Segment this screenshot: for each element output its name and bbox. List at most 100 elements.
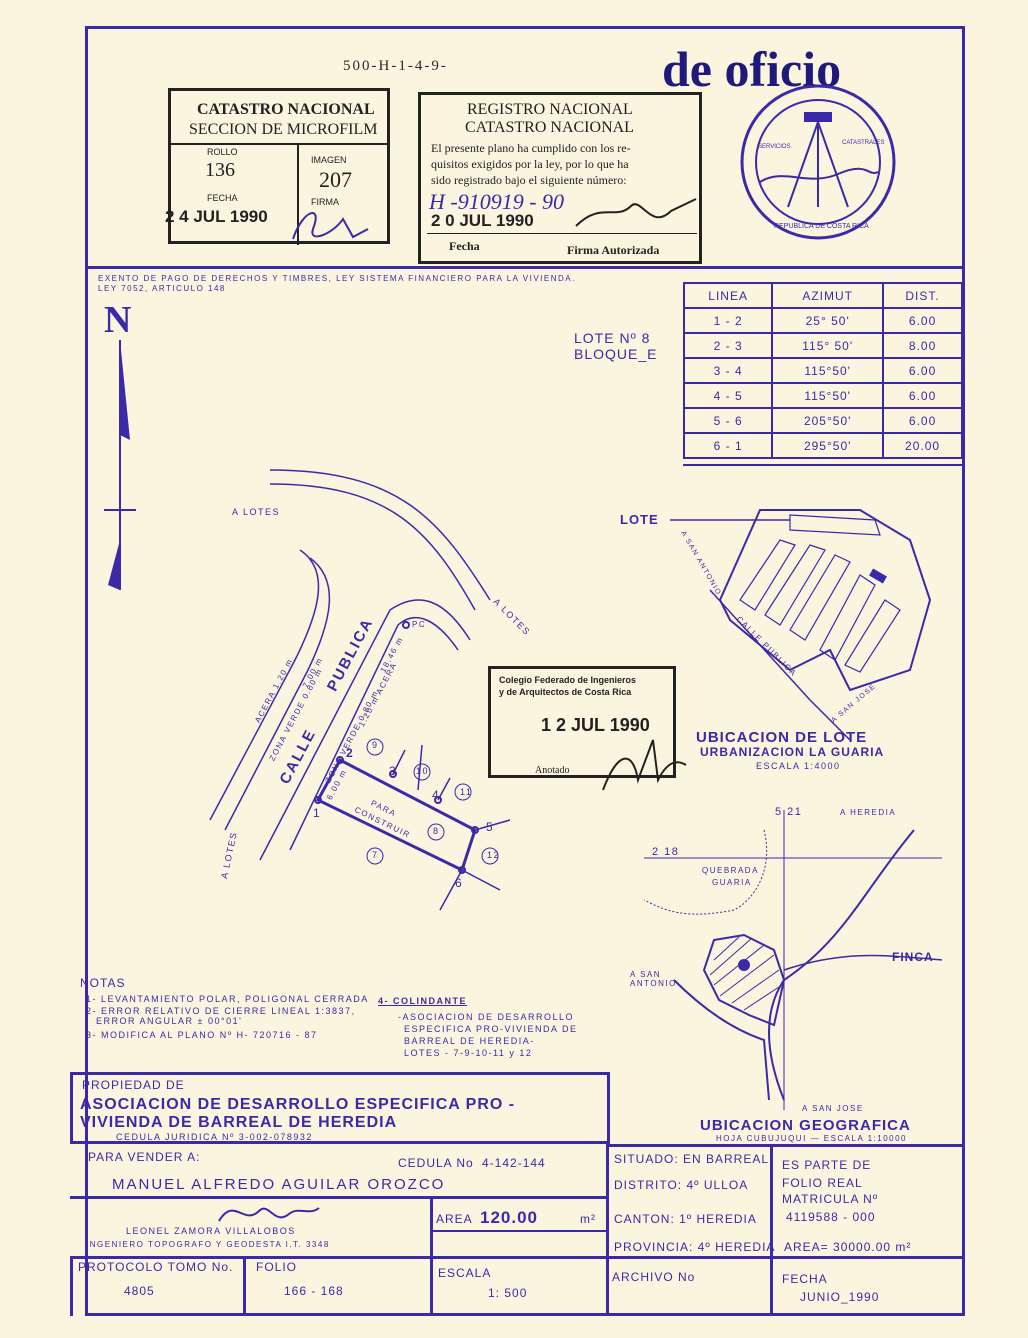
nota-1: 1- LEVANTAMIENTO POLAR, POLIGONAL CERRAD… <box>86 994 369 1004</box>
vertex-1: 1 <box>313 806 321 820</box>
registro-fecha-label: Fecha <box>449 239 480 253</box>
canton: CANTON: 1º HEREDIA <box>614 1212 757 1226</box>
cell: 3 - 4 <box>682 357 774 384</box>
ubicacion-geografica-subtitle: HOJA CUBUJUQUI — ESCALA 1:10000 <box>716 1134 907 1143</box>
location-left-line <box>606 1144 609 1316</box>
geo-guaria: GUARIA <box>712 878 752 887</box>
ubicacion-lote-title: UBICACION DE LOTE <box>696 729 868 746</box>
registro-subtitle: CATASTRO NACIONAL <box>465 119 634 136</box>
lot-8: 8 <box>433 826 440 836</box>
footer-left-line <box>70 1256 73 1316</box>
rollo-label: ROLLO <box>207 147 238 157</box>
cedula-value: 4-142-144 <box>482 1156 546 1170</box>
fecha-footer-label: FECHA <box>782 1272 828 1286</box>
geo-a-heredia: A HEREDIA <box>840 808 897 817</box>
footer-sep-2 <box>430 1256 433 1316</box>
geographic-map <box>644 810 943 1110</box>
ubicacion-lote-subtitle: URBANIZACION LA GUARIA <box>700 745 885 759</box>
cell: 205°50' <box>771 407 885 434</box>
cell: 1 - 2 <box>682 307 774 334</box>
header-dist: DIST. <box>882 282 963 309</box>
header-azimut: AZIMUT <box>771 282 885 309</box>
registro-signature <box>575 198 697 227</box>
registro-number: H -910919 - 90 <box>429 189 565 214</box>
registro-text-3: sido registrado bajo el siguiente número… <box>431 173 627 187</box>
cell: 6.00 <box>882 407 963 434</box>
distrito: DISTRITO: 4º ULLOA <box>614 1178 749 1192</box>
folio-line-1: ES PARTE DE <box>782 1158 872 1172</box>
registro-text-1: El presente plano ha cumplido con los re… <box>431 141 631 155</box>
colegio-anotado: Anotado <box>535 765 570 776</box>
registro-nacional-stamp: REGISTRO NACIONAL CATASTRO NACIONAL El p… <box>418 92 702 264</box>
escala-label: ESCALA <box>438 1266 492 1280</box>
exento-line-2: LEY 7052, ARTICULO 148 <box>98 284 226 293</box>
colegio-line-2: y de Arquitectos de Costa Rica <box>499 687 632 697</box>
cell: 6 - 1 <box>682 432 774 459</box>
catastro-microfilm-stamp: CATASTRO NACIONAL SECCION DE MICROFILM R… <box>165 88 390 245</box>
engineer-title: INGENIERO TOPOGRAFO Y GEODESTA I.T. 3348 <box>86 1240 330 1249</box>
location-top-line <box>606 1144 965 1147</box>
buyer-name: MANUEL ALFREDO AGUILAR OROZCO <box>112 1176 446 1193</box>
engineer-name: LEONEL ZAMORA VILLALOBOS <box>126 1226 296 1236</box>
folio-area: AREA= 30000.00 m² <box>784 1240 912 1254</box>
cell: 4 - 5 <box>682 382 774 409</box>
protocolo-label: PROTOCOLO TOMO No. <box>78 1260 234 1274</box>
reference-number: 500-H-1-4-9- <box>343 58 448 74</box>
location-right-line <box>770 1144 773 1316</box>
owner-name-line-1: ASOCIACION DE DESARROLLO ESPECIFICA PRO … <box>80 1096 516 1113</box>
lot-7: 7 <box>372 850 379 860</box>
geo-a-san-antonio: A SAN ANTONIO <box>630 970 677 988</box>
fecha-label: FECHA <box>207 193 238 203</box>
registro-text-2: quisitos exigidos por la ley, por lo que… <box>431 157 629 171</box>
cell: 8.00 <box>882 332 963 359</box>
firma-signature <box>292 212 369 240</box>
ubicacion-lote-scale: ESCALA 1:4000 <box>756 761 841 771</box>
cedula-juridica: CEDULA JURIDICA Nº 3-002-078932 <box>116 1132 313 1142</box>
table-bottom-line <box>683 464 963 466</box>
lote-pointer-label: LOTE <box>620 512 659 527</box>
north-arrow-icon <box>104 340 136 590</box>
cell: 5 - 6 <box>682 407 774 434</box>
cell: 20.00 <box>882 432 963 459</box>
table-header-row: LINEA AZIMUT DIST. <box>682 282 963 309</box>
stamp-vdivider <box>297 145 299 245</box>
folio-value: 166 - 168 <box>284 1284 344 1298</box>
vertex-5: 5 <box>486 820 494 834</box>
situado: SITUADO: EN BARREAL <box>614 1152 770 1166</box>
rollo-value: 136 <box>205 159 235 181</box>
seal-ring-text: REPUBLICA DE COSTA RICA <box>774 223 869 230</box>
geo-coord-top: 5 21 <box>775 806 803 818</box>
stamp-line <box>171 143 387 145</box>
cell: 6.00 <box>882 382 963 409</box>
vertex-4: 4 <box>432 788 440 802</box>
para-vender-label: PARA VENDER A: <box>88 1150 201 1164</box>
a-lotes-label-1: A LOTES <box>232 507 281 517</box>
cell: 295°50' <box>771 432 885 459</box>
area-label: AREA <box>436 1212 473 1226</box>
notas-title: NOTAS <box>80 976 126 990</box>
cell: 6.00 <box>882 307 963 334</box>
area-value: 120.00 <box>480 1208 538 1227</box>
geo-finca: FINCA <box>892 950 934 964</box>
colegio-line-1: Colegio Federado de Ingenieros <box>499 675 637 685</box>
nota-4-title: 4- COLINDANTE <box>378 996 467 1006</box>
cell: 6.00 <box>882 357 963 384</box>
vertex-3: 3 <box>389 764 397 778</box>
cell: 115° 50' <box>771 332 885 359</box>
line-sig-top <box>70 1196 608 1199</box>
area-bottom-line <box>430 1230 608 1232</box>
archivo-label: ARCHIVO No <box>612 1270 696 1284</box>
nota-2b: ERROR ANGULAR ± 00°01' <box>96 1016 243 1026</box>
footer-sep-1 <box>243 1256 246 1316</box>
nota-4d: LOTES - 7-9-10-11 y 12 <box>404 1048 533 1058</box>
line-area-left <box>430 1196 433 1256</box>
lote-number-label: LOTE Nº 8 <box>574 330 651 346</box>
colegio-stamp: Colegio Federado de Ingenieros y de Arqu… <box>488 666 676 778</box>
registro-date: 2 0 JUL 1990 <box>431 211 534 230</box>
cedula-label: CEDULA No <box>398 1156 474 1170</box>
